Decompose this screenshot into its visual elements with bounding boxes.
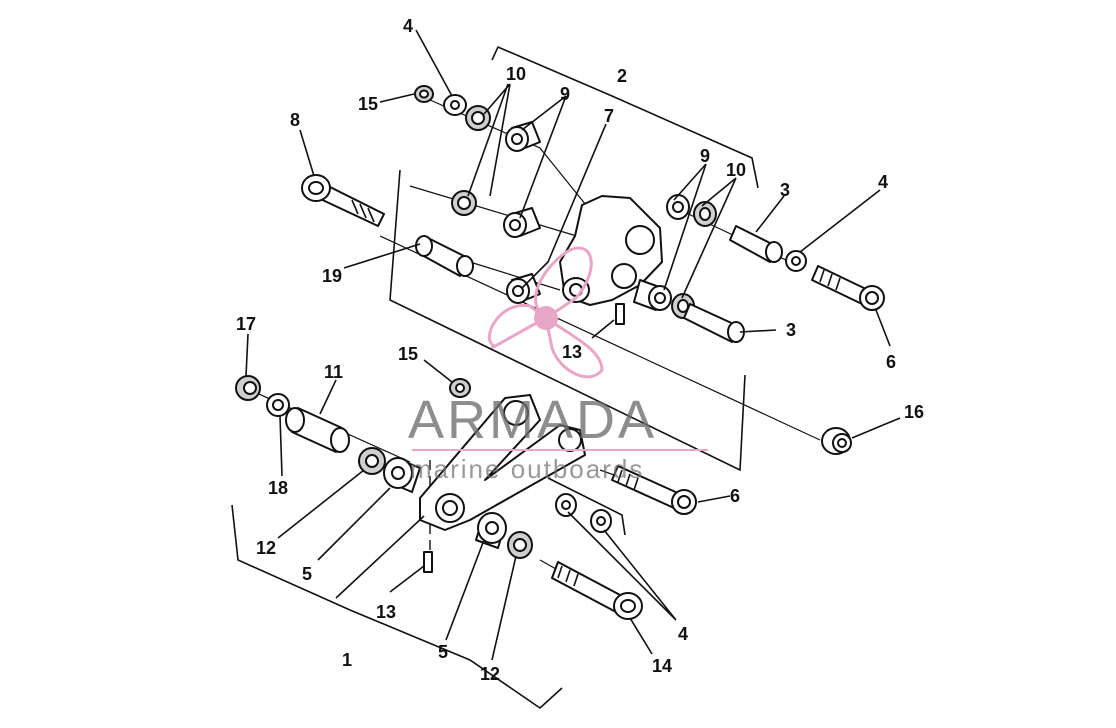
callout-15-lower: 15 [398, 344, 418, 364]
frame-lower [547, 477, 626, 536]
link-arm-1 [419, 394, 586, 531]
nut-17 [235, 375, 261, 401]
callout-labels: 4 10 2 15 9 7 8 9 10 3 4 19 3 13 6 17 15… [236, 16, 924, 684]
callout-11: 11 [324, 362, 343, 382]
callout-9-right: 9 [700, 146, 710, 166]
bolt-8 [301, 174, 385, 227]
spacer-3-lower [683, 303, 745, 343]
washer-4-upper-left [443, 94, 467, 116]
bushing-10-upper-left [465, 105, 491, 131]
bracket-group-1 [231, 504, 563, 710]
watermark-tagline: marine outboards [410, 454, 644, 484]
sleeve-9-upper-b [503, 207, 541, 238]
leader-lines [245, 29, 901, 661]
callout-15-top: 15 [358, 94, 378, 114]
callout-9-top: 9 [560, 84, 570, 104]
bushing-12-lower-left [358, 447, 386, 475]
callout-16: 16 [904, 402, 924, 422]
armada-watermark: ARMADA marine outboards [408, 246, 708, 484]
bolt-6-upper [811, 265, 885, 311]
callout-10-top: 10 [506, 64, 526, 84]
callout-6-upper: 6 [886, 352, 896, 372]
callout-6-lower: 6 [730, 486, 740, 506]
callout-13-upper: 13 [562, 342, 582, 362]
callout-2: 2 [617, 66, 627, 86]
sleeve-9-upper-right [666, 194, 690, 220]
bushing-10-upper-right [693, 201, 717, 227]
bushing-12-lower-right [507, 531, 533, 559]
sleeve-5-lower-right [475, 512, 507, 549]
propeller-hub [534, 306, 558, 330]
nut-15-upper [414, 85, 434, 103]
nut-15-lower [449, 378, 471, 398]
sleeve-9-bracket-lower [633, 279, 672, 311]
washer-4-upper-right [785, 250, 807, 272]
propeller-logo [487, 246, 604, 379]
sleeve-5-lower-left [383, 457, 421, 493]
callout-3-upper: 3 [780, 180, 790, 200]
callout-10-right: 10 [726, 160, 746, 180]
axis-upper-b [409, 185, 591, 241]
callout-14: 14 [652, 656, 672, 676]
callout-13-lower: 13 [376, 602, 396, 622]
callout-12-lower: 12 [480, 664, 500, 684]
bolt-6-lower [611, 465, 697, 515]
callout-7: 7 [604, 106, 614, 126]
washer-4-lower-a [555, 493, 577, 517]
callout-4-top: 4 [403, 16, 413, 36]
callout-4-lower: 4 [678, 624, 688, 644]
pin-13-lower [423, 551, 433, 573]
washer-18 [266, 393, 290, 417]
bolt-14 [551, 561, 643, 620]
callout-5-left: 5 [302, 564, 312, 584]
callout-19: 19 [322, 266, 342, 286]
pin-13-upper [615, 303, 625, 325]
frame-upper [389, 169, 746, 472]
spacer-11 [285, 407, 350, 453]
bracket-group-2 [491, 45, 759, 189]
callout-5-lower: 5 [438, 642, 448, 662]
flange-nut-16 [821, 427, 852, 455]
bushing-10-upper-mid [451, 190, 477, 216]
callout-8: 8 [290, 110, 300, 130]
sleeve-9-upper-a [505, 121, 541, 152]
axis-upper-a [429, 99, 591, 211]
callout-12-left: 12 [256, 538, 276, 558]
callout-17: 17 [236, 314, 256, 334]
callout-18: 18 [268, 478, 288, 498]
callout-3-lower: 3 [786, 320, 796, 340]
sleeve-9-upper-c [506, 273, 541, 304]
callout-1: 1 [342, 650, 352, 670]
axis-upper-e [469, 261, 561, 291]
washer-4-lower-b [590, 509, 612, 533]
spacer-19 [415, 235, 474, 277]
callout-4-right: 4 [878, 172, 888, 192]
watermark-brand: ARMADA [408, 390, 657, 450]
spacer-3-upper [729, 225, 783, 263]
